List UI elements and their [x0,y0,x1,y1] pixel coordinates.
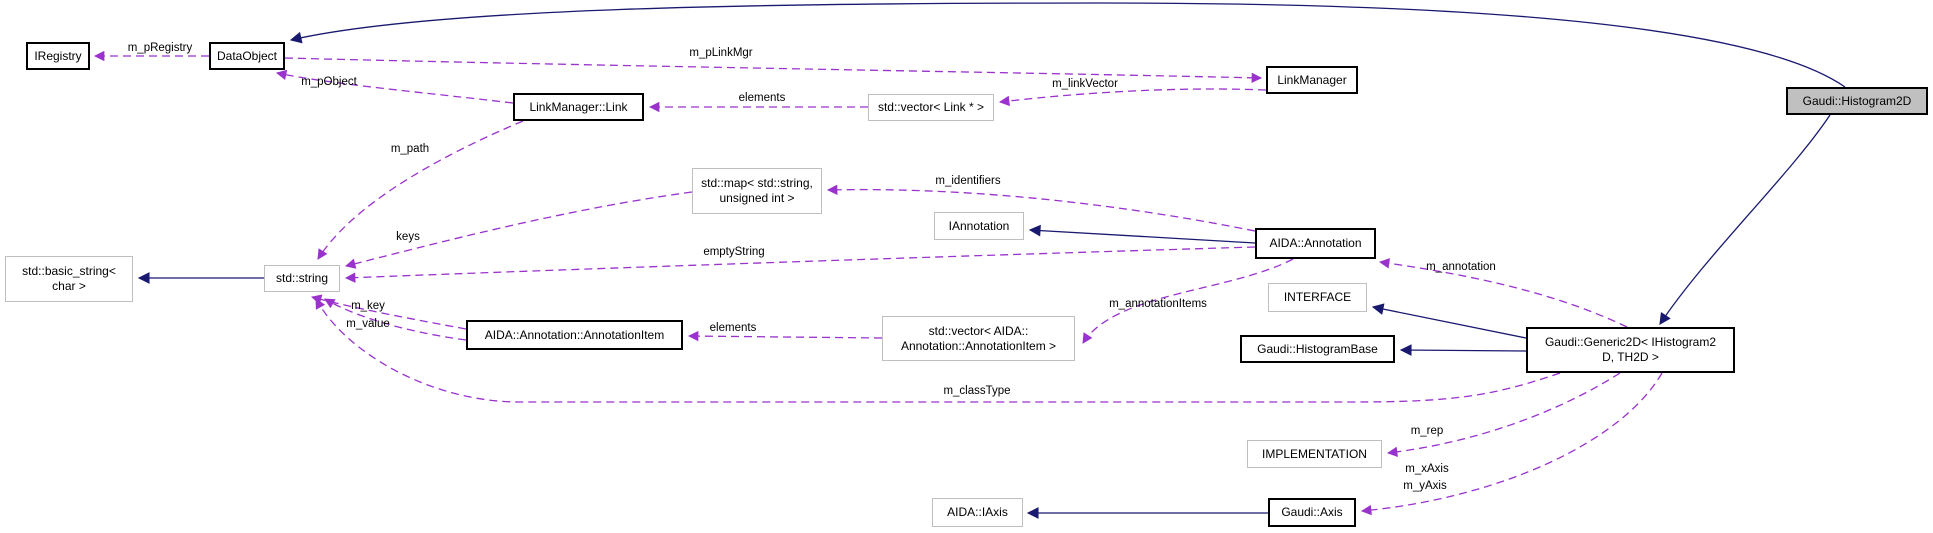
node-label-line1: std::basic_string< [22,264,116,278]
edge-label-m-yaxis: m_yAxis [1403,480,1447,492]
edge-usage-m-annotation [1378,258,1628,328]
node-label: AIDA::IAxis [947,505,1008,519]
node-label-line1: std::vector< AIDA:: [928,323,1029,338]
node-std-vector-link: std::vector< Link * > [868,94,994,121]
edge-usage-m-path [317,120,524,260]
node-std-vector-annotationitem: std::vector< AIDA:: Annotation::Annotati… [882,316,1075,361]
edge-usage-m-value [324,298,467,341]
node-label-line2: D, TH2D > [1602,350,1659,364]
edge-usage-emptystring [344,246,1256,283]
node-label: IAnnotation [948,218,1010,233]
edge-usage-m-linkvector [998,88,1267,107]
edge-label-keys: keys [396,231,420,243]
node-label: Gaudi::Axis [1281,505,1343,519]
edge-label-elements-top: elements [739,92,786,104]
node-gaudi-axis[interactable]: Gaudi::Axis [1268,498,1356,527]
node-gaudi-generic2d[interactable]: Gaudi::Generic2D< IHistogram2 D, TH2D > [1526,327,1735,373]
node-gaudi-histogram2d: Gaudi::Histogram2D [1786,87,1928,115]
edge-inherit-histogram2d-dataobject [289,2,1846,88]
edge-inherit-generic2d-histogrambase [1399,344,1527,356]
node-label: std::vector< Link * > [877,100,985,114]
edge-label-elements-bottom: elements [710,322,757,334]
edge-label-m-pobject: m_pObject [301,76,357,88]
edge-label-m-xaxis: m_xAxis [1405,463,1449,475]
node-implementation: IMPLEMENTATION [1247,440,1382,468]
node-aida-annotation[interactable]: AIDA::Annotation [1255,228,1376,259]
node-label: AIDA::Annotation [1269,236,1362,250]
edge-label-m-rep: m_rep [1411,425,1444,437]
node-std-basic-string: std::basic_string< char > [5,256,133,302]
node-std-string: std::string [264,265,340,292]
node-label: std::string [275,271,329,285]
edge-inherit-histogram2d-generic2d [1659,114,1831,325]
node-aida-iaxis: AIDA::IAxis [932,498,1023,527]
edge-usage-m-plinkmgr [284,57,1263,83]
node-label: AIDA::Annotation::AnnotationItem [484,327,665,342]
node-iregistry[interactable]: IRegistry [26,42,90,70]
node-label: IRegistry [34,48,82,63]
edge-label-m-plinkmgr: m_pLinkMgr [689,47,752,59]
edge-label-m-path: m_path [391,143,429,155]
node-label: IMPLEMENTATION [1262,446,1367,461]
edge-usage-keys [344,191,693,269]
node-linkmanager[interactable]: LinkManager [1266,66,1358,94]
node-linkmanager-link[interactable]: LinkManager::Link [513,93,644,121]
node-label: INTERFACE [1283,290,1352,304]
node-gaudi-histogrambase[interactable]: Gaudi::HistogramBase [1240,335,1395,363]
node-interface: INTERFACE [1268,283,1367,312]
edge-inherit-generic2d-interface [1371,303,1527,339]
node-dataobject[interactable]: DataObject [209,42,285,70]
edge-usage-elements-bottom [687,330,883,342]
node-label-line2: Annotation::AnnotationItem > [900,338,1057,353]
edge-usage-m-annotationitems [1082,258,1294,344]
edge-usage-m-identifiers [826,184,1256,232]
node-annotationitem[interactable]: AIDA::Annotation::AnnotationItem [466,320,683,350]
node-std-map: std::map< std::string, unsigned int > [692,168,822,214]
node-label-line1: std::map< std::string, [701,176,813,190]
edge-usage-m-pobject [275,69,514,104]
node-label: LinkManager::Link [529,99,628,114]
node-label: DataObject [216,48,278,63]
edge-label-m-annotationitems: m_annotationItems [1109,298,1207,310]
edge-label-emptystring: emptyString [703,246,764,258]
node-label: Gaudi::Histogram2D [1802,93,1912,108]
edge-label-m-value: m_value [346,318,389,330]
node-label-line2: unsigned int > [719,191,795,205]
edge-label-m-classtype: m_classType [943,385,1010,397]
edge-label-m-annotation: m_annotation [1426,261,1496,273]
edge-label-m-linkvector: m_linkVector [1052,78,1118,90]
node-label-line2: char > [52,279,86,293]
edge-usage-m-xaxis-m-yaxis [1360,372,1663,516]
edge-usage-m-classtype [315,298,1561,403]
node-label: LinkManager [1277,72,1347,87]
edge-usage-m-rep [1386,372,1621,458]
node-iannotation: IAnnotation [934,212,1024,240]
edge-label-m-identifiers: m_identifiers [935,175,1000,187]
node-label: Gaudi::HistogramBase [1257,341,1378,356]
edge-label-m-pregistry: m_pRegistry [128,42,193,54]
node-label-line1: Gaudi::Generic2D< IHistogram2 [1544,335,1717,349]
edge-label-m-key: m_key [351,300,385,312]
edge-inherit-annotation-iannotation [1028,224,1256,244]
